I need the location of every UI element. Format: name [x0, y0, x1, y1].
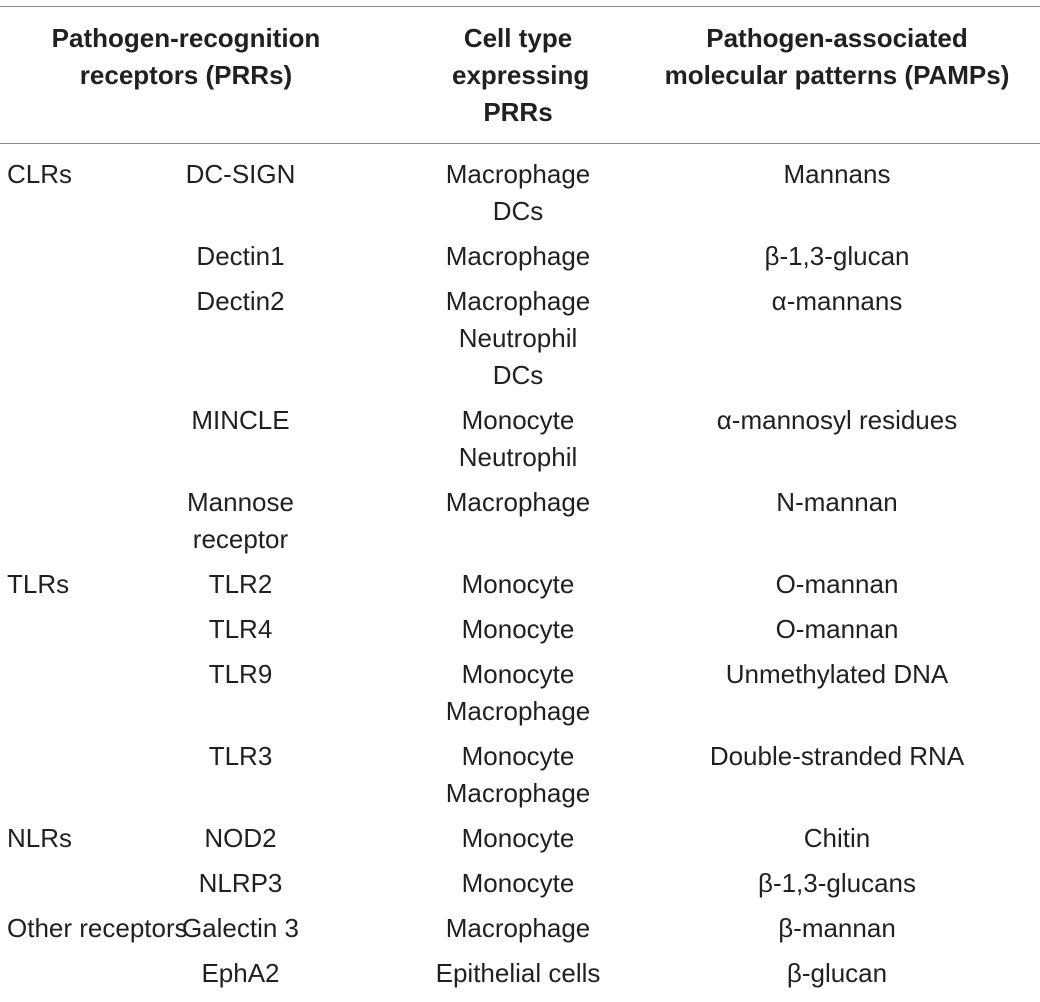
- header-cell-type: Cell type expressing PRRs: [452, 23, 590, 127]
- cell-type: Macrophage: [402, 484, 634, 566]
- table-row: Mannose receptor Macrophage N-mannan: [0, 484, 1040, 566]
- cell-type-line: Macrophage: [445, 778, 591, 808]
- header-prr: Pathogen-recognition receptors (PRRs): [51, 23, 321, 90]
- cell-type: Monocyte: [402, 865, 634, 910]
- cell-type: Monocyte: [402, 566, 634, 611]
- receptor-name: NOD2: [204, 823, 277, 853]
- table-row: NLRP3 Monocyte β-1,3-glucans: [0, 865, 1040, 910]
- header-pamp: Pathogen-associated molecular patterns (…: [664, 23, 1010, 90]
- pamp: Chitin: [803, 823, 871, 853]
- receptor-name: MINCLE: [191, 405, 290, 435]
- cell-type: Monocyte: [402, 820, 634, 865]
- table-row: TLR4 Monocyte O-mannan: [0, 611, 1040, 656]
- cell-type: Macrophage: [402, 238, 634, 283]
- pamp: O-mannan: [775, 614, 899, 644]
- receptor-name: DC-SIGN: [185, 159, 296, 189]
- cell-type-line: Neutrophil: [458, 442, 578, 472]
- cell-type-line: Monocyte: [461, 741, 575, 771]
- pamp: O-mannan: [775, 569, 899, 599]
- pamp: N-mannan: [776, 487, 898, 517]
- cell-type-line: Macrophage: [445, 487, 591, 517]
- cell-type-line: Macrophage: [445, 159, 591, 189]
- table-header: Pathogen-recognition receptors (PRRs) Ce…: [0, 6, 1040, 144]
- receptor-name: EphA2: [201, 958, 280, 988]
- cell-type-line: Macrophage: [445, 913, 591, 943]
- table-row: TLRs TLR2 Monocyte O-mannan: [0, 566, 1040, 611]
- receptor-name: Dectin1: [196, 241, 285, 271]
- cell-type-line: Macrophage: [445, 696, 591, 726]
- pamp: β-mannan: [778, 913, 896, 943]
- table-row: Dectin1 Macrophage β-1,3-glucan: [0, 238, 1040, 283]
- receptor-name: Galectin 3: [181, 913, 300, 943]
- table-row: EphA2 Epithelial cells β-glucan: [0, 955, 1040, 1000]
- receptor-name: Dectin2: [196, 286, 285, 316]
- prr-table: Pathogen-recognition receptors (PRRs) Ce…: [0, 6, 1040, 1000]
- receptor-name: NLRP3: [198, 868, 283, 898]
- cell-type-line: Macrophage: [445, 286, 591, 316]
- receptor-group: CLRs: [7, 159, 73, 189]
- receptor-group: Other receptors: [7, 913, 188, 943]
- cell-type-line: DCs: [492, 360, 544, 390]
- cell-type-line: Monocyte: [461, 823, 575, 853]
- receptor-name: TLR2: [208, 569, 273, 599]
- pamp: Mannans: [783, 159, 891, 189]
- pamp: β-glucan: [786, 958, 888, 988]
- pamp: α-mannans: [771, 286, 903, 316]
- pamp: α-mannosyl residues: [716, 405, 958, 435]
- receptor-group: NLRs: [7, 823, 73, 853]
- cell-type-line: Monocyte: [461, 405, 575, 435]
- pamp: Double-stranded RNA: [709, 741, 965, 771]
- cell-type-line: Epithelial cells: [435, 958, 601, 988]
- cell-type-line: Neutrophil: [458, 323, 578, 353]
- cell-type: Monocyte: [402, 611, 634, 656]
- cell-type: Epithelial cells: [402, 955, 634, 1000]
- pamp: β-1,3-glucan: [764, 241, 910, 271]
- cell-type-line: Monocyte: [461, 614, 575, 644]
- cell-type: Macrophage: [402, 910, 634, 955]
- cell-type-line: DCs: [492, 196, 544, 226]
- table-row: NLRs NOD2 Monocyte Chitin: [0, 820, 1040, 865]
- receptor-name: Mannose receptor: [187, 487, 294, 554]
- cell-type-line: Monocyte: [461, 868, 575, 898]
- cell-type-line: Macrophage: [445, 241, 591, 271]
- receptor-name: TLR3: [208, 741, 273, 771]
- pamp: β-1,3-glucans: [757, 868, 917, 898]
- cell-type-line: Monocyte: [461, 569, 575, 599]
- receptor-name: TLR9: [208, 659, 273, 689]
- cell-type-line: Monocyte: [461, 659, 575, 689]
- pamp: Unmethylated DNA: [725, 659, 949, 689]
- receptor-group: TLRs: [7, 569, 70, 599]
- receptor-name: TLR4: [208, 614, 273, 644]
